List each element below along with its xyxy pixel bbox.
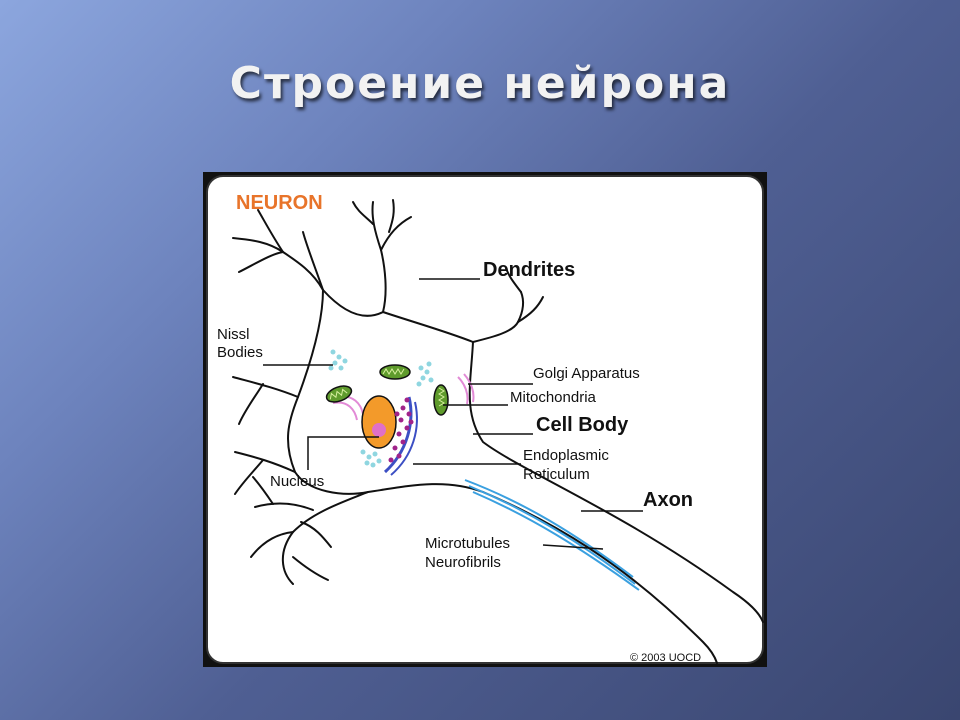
leader-lines	[263, 278, 643, 550]
labels: Dendrites Nissl Bodies Golgi Apparatus M…	[217, 259, 701, 664]
nissl-bodies	[328, 349, 434, 468]
slide-title: Строение нейрона	[229, 58, 731, 109]
label-cell-body: Cell Body	[536, 414, 629, 436]
endoplasmic-reticulum	[383, 396, 418, 476]
label-er-line2: Reticulum	[523, 466, 590, 483]
mitochondria	[325, 364, 449, 416]
label-micro-line2: Neurofibrils	[425, 554, 501, 571]
label-micro-line1: Microtubules	[425, 535, 510, 552]
label-axon: Axon	[643, 489, 693, 511]
label-golgi: Golgi Apparatus	[533, 365, 640, 382]
label-nissl-line2: Bodies	[217, 344, 263, 361]
copyright-notice: © 2003 UOCD	[630, 652, 701, 664]
diagram-heading: NEURON	[236, 192, 323, 214]
label-mitochondria: Mitochondria	[510, 389, 597, 406]
label-nissl-line1: Nissl	[217, 326, 250, 343]
microtubules	[464, 479, 640, 591]
label-dendrites: Dendrites	[483, 259, 575, 281]
label-er-line1: Endoplasmic	[523, 447, 609, 464]
diagram-panel	[206, 175, 764, 664]
label-nucleus: Nucleus	[270, 473, 324, 490]
nucleus	[361, 395, 397, 449]
neuron-diagram: NEURON	[203, 172, 767, 667]
